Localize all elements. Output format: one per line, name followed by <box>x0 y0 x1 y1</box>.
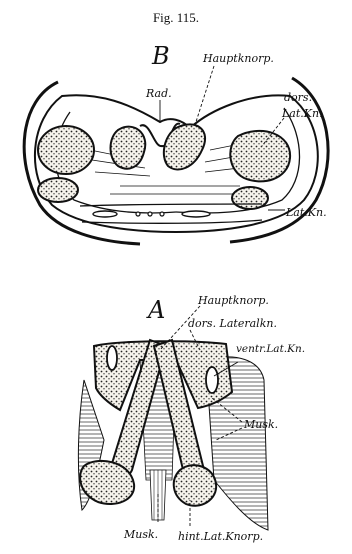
lateral-cartilage-left <box>38 126 94 174</box>
slit-5 <box>182 211 210 217</box>
label-dors-lat-kn-line2: Lat.Kn. <box>281 107 323 120</box>
slit-1 <box>93 211 117 217</box>
ventral-lateral-cartilage-left <box>107 346 117 370</box>
slit-3 <box>148 212 152 216</box>
lateral-cartilage-right-small <box>232 187 268 209</box>
slit-2 <box>136 212 140 216</box>
figure-caption: Fig. 115. <box>153 10 199 25</box>
ventral-lateral-cartilage-right <box>206 367 218 393</box>
panel-b-letter: B <box>151 42 170 70</box>
label-musk-bottom: Musk. <box>123 528 158 541</box>
label-hauptknorp-b: Hauptknorp. <box>202 52 274 65</box>
label-musk-right: Musk. <box>243 418 278 431</box>
label-dors-lateralkn: dors. Lateralkn. <box>188 317 277 330</box>
dorsal-lateral-cartilage-right <box>230 131 290 181</box>
slit-4 <box>160 212 164 216</box>
label-ventr-lat-kn: ventr.Lat.Kn. <box>236 343 305 355</box>
small-cartilage-left <box>38 178 78 202</box>
main-cartilage-right <box>164 124 205 169</box>
panel-a-letter: A <box>146 296 165 324</box>
label-hauptknorp-a: Hauptknorp. <box>197 294 269 307</box>
main-cartilage-left <box>111 127 146 169</box>
hind-lateral-cartilage-right <box>174 465 216 506</box>
label-rad: Rad. <box>145 87 172 100</box>
leader-hauptknorp <box>194 66 214 128</box>
label-hint-lat-knorp: hint.Lat.Knorp. <box>178 530 263 543</box>
label-dors-lat-kn-line1: dors. <box>284 91 312 104</box>
label-lat-kn-b: Lat.Kn. <box>285 206 327 219</box>
panel-a: A Hauptknorp. dors. Lateralkn. ventr.Lat… <box>78 294 305 543</box>
panel-b: B Rad. Hauptknorp. dors <box>24 42 328 244</box>
